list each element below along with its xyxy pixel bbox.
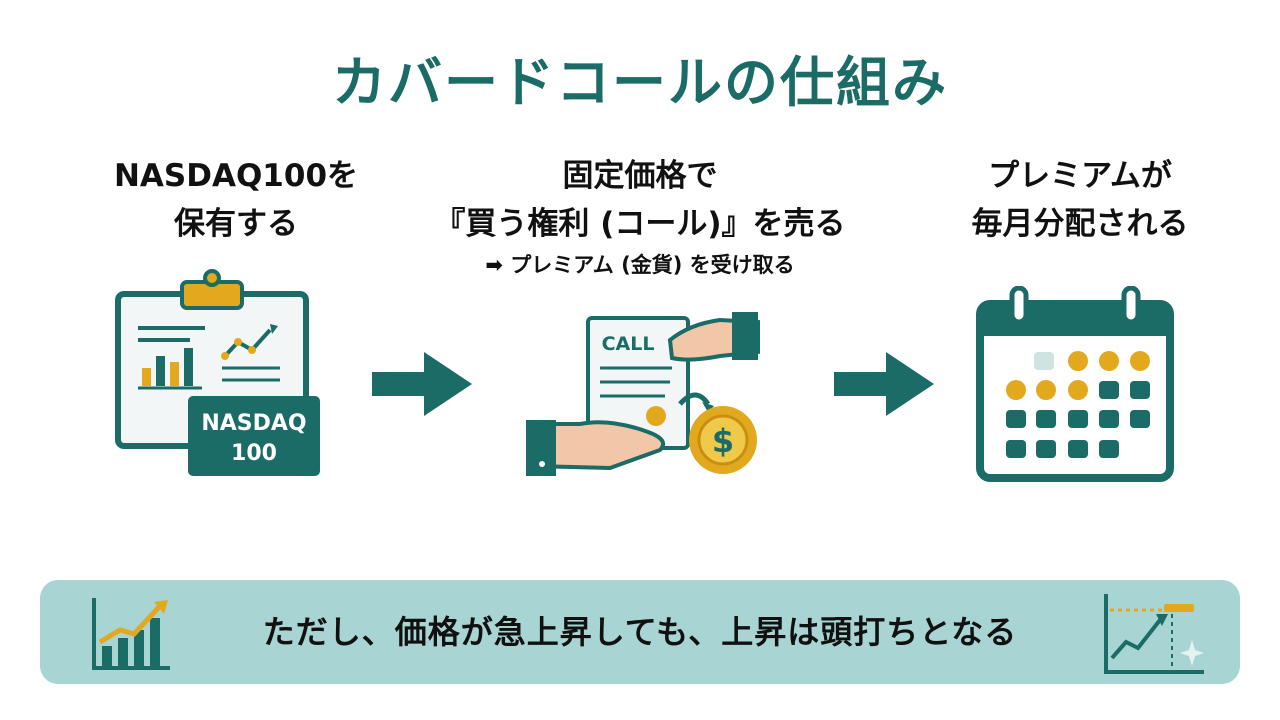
banner-text: ただし、価格が急上昇しても、上昇は頭打ちとなる — [262, 613, 1018, 651]
rising-bar-chart-icon — [92, 598, 170, 670]
call-doc-label: CALL — [602, 333, 655, 355]
call-option-exchange-icon: CALL $ — [526, 312, 760, 476]
step-1-text: NASDAQ100を 保有する — [26, 152, 446, 248]
step-2-sub: ➡ プレミアム (金貨) を受け取る — [485, 253, 795, 277]
arrow-right-icon — [372, 352, 472, 416]
nasdaq-badge-line-1: NASDAQ — [201, 411, 306, 436]
capped-growth-chart-icon — [1104, 594, 1204, 674]
step-1-line-1: NASDAQ100を — [113, 158, 359, 194]
step-1-line-2: 保有する — [174, 206, 298, 242]
step-2-line-1: 固定価格で — [562, 158, 718, 194]
nasdaq-badge-line-2: 100 — [231, 441, 277, 466]
step-3-line-1: プレミアムが — [988, 158, 1172, 194]
svg-text:$: $ — [712, 422, 734, 460]
warning-banner: ただし、価格が急上昇しても、上昇は頭打ちとなる — [40, 580, 1240, 684]
step-3-text: プレミアムが 毎月分配される — [870, 152, 1280, 248]
calendar-icon — [976, 286, 1174, 482]
step-3-line-2: 毎月分配される — [971, 206, 1189, 242]
step-2-text: 固定価格で 『買う権利 (コール)』を売る ➡ プレミアム (金貨) を受け取る — [430, 152, 850, 280]
arrow-right-icon-2 — [834, 352, 934, 416]
page-title: カバードコールの仕組み — [332, 51, 948, 114]
clipboard-chart-icon: NASDAQ 100 — [115, 269, 320, 476]
step-2-line-2: 『買う権利 (コール)』を売る — [434, 206, 846, 242]
